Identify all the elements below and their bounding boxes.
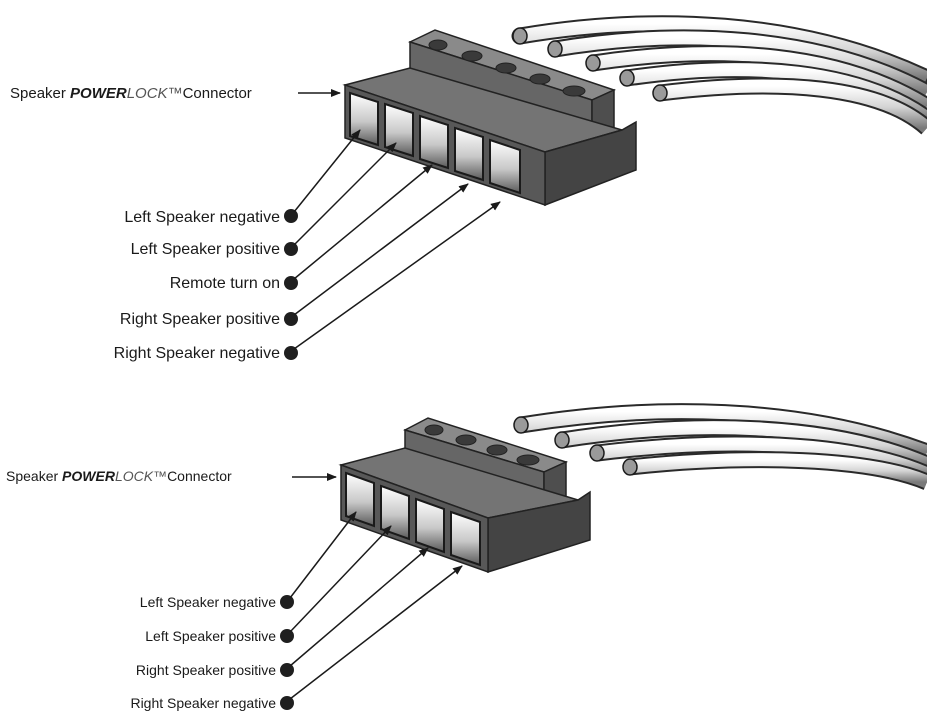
wire xyxy=(585,45,927,114)
top-connector xyxy=(342,29,637,207)
pin-dot xyxy=(280,595,294,609)
pin-label: Right Speaker negative xyxy=(114,345,280,362)
svg-text:Speaker POWERLOCK™Connector: Speaker POWERLOCK™Connector xyxy=(10,85,252,102)
pin-dot xyxy=(280,629,294,643)
top-pin-pointers xyxy=(284,129,501,360)
pin-label: Right Speaker positive xyxy=(136,662,276,678)
bottom-connector-title: Speaker POWERLOCK™Connector xyxy=(6,468,337,484)
wire xyxy=(622,451,927,490)
pin-arrow xyxy=(293,129,361,213)
pin-label: Left Speaker negative xyxy=(124,209,280,226)
wire xyxy=(652,77,927,135)
pin-label: Left Speaker positive xyxy=(131,241,281,258)
wire xyxy=(513,403,927,460)
pin-label: Right Speaker negative xyxy=(130,695,276,711)
pin-label: Left Speaker negative xyxy=(140,594,276,610)
wire xyxy=(554,419,927,472)
pin-arrow xyxy=(289,565,463,700)
top-pin-labels: Left Speaker negative Left Speaker posit… xyxy=(114,209,280,362)
bottom-connector xyxy=(338,417,591,574)
pin-arrow xyxy=(293,201,501,350)
bottom-pin-pointers xyxy=(280,511,463,710)
pin-label: Left Speaker positive xyxy=(145,628,276,644)
bottom-wire-bundle xyxy=(513,403,927,490)
ridge-holes xyxy=(424,424,540,466)
wire xyxy=(511,15,927,87)
bottom-connector-diagram: Speaker POWERLOCK™Connector Left Speaker… xyxy=(6,403,927,711)
svg-text:Speaker POWERLOCK™Connector: Speaker POWERLOCK™Connector xyxy=(6,468,232,484)
socket-openings xyxy=(349,91,521,195)
pin-label: Remote turn on xyxy=(170,275,280,292)
pin-dot xyxy=(284,209,298,223)
top-connector-diagram: Speaker POWERLOCK™Connector Left Speaker… xyxy=(10,15,927,362)
ridge-holes xyxy=(428,39,586,97)
top-wire-bundle xyxy=(511,15,927,135)
wire xyxy=(547,29,927,100)
top-connector-title: Speaker POWERLOCK™Connector xyxy=(10,85,341,102)
pin-label: Right Speaker positive xyxy=(120,311,280,328)
pin-arrow xyxy=(293,164,433,280)
pin-arrow xyxy=(289,547,429,667)
pin-arrow xyxy=(289,511,357,599)
pin-arrow xyxy=(289,525,392,633)
bottom-pin-labels: Left Speaker negative Left Speaker posit… xyxy=(130,594,276,711)
wire xyxy=(589,435,927,482)
pin-arrow xyxy=(293,142,397,246)
pin-arrow xyxy=(293,183,469,316)
